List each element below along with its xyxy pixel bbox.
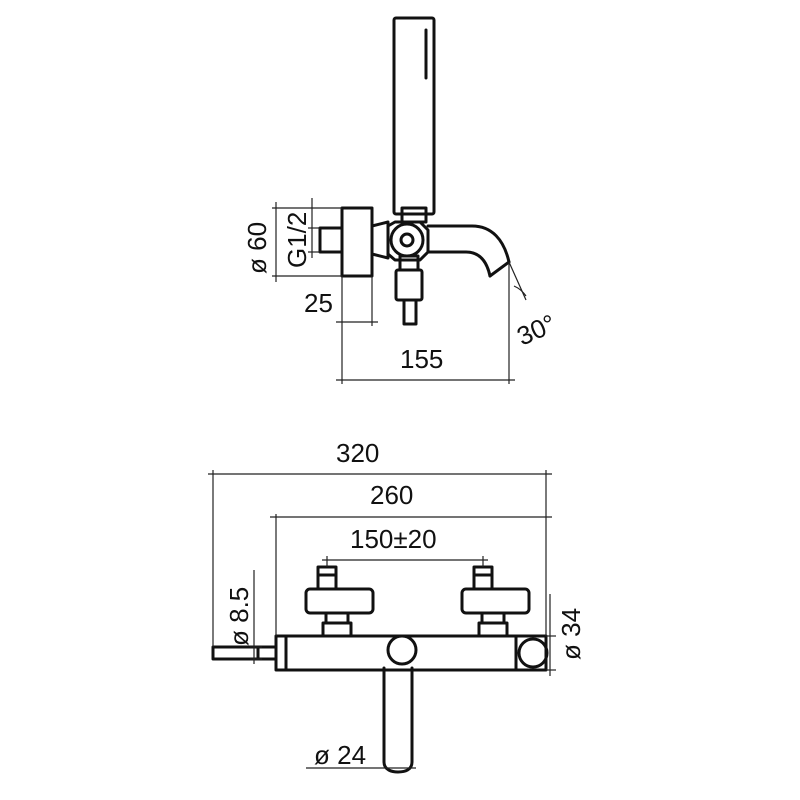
dim-thread-label: G1/2 bbox=[282, 212, 312, 268]
connecting-pin bbox=[211, 645, 278, 661]
dim-body-diameter: ø 34 bbox=[546, 594, 586, 676]
dim-spout-diameter-label: ø 24 bbox=[314, 740, 366, 770]
dim-spout-diameter: ø 24 bbox=[306, 740, 416, 770]
dim-projection: 155 bbox=[336, 262, 515, 384]
dim-offset: 25 bbox=[304, 276, 378, 384]
connector-nut bbox=[386, 220, 430, 326]
dim-thread: G1/2 bbox=[282, 198, 320, 268]
dim-angle-label: 30° bbox=[512, 308, 560, 351]
dim-centers: 150±20 bbox=[322, 524, 488, 567]
dim-body-width-label: 260 bbox=[370, 480, 413, 510]
dim-overall-width-label: 320 bbox=[336, 438, 379, 468]
dim-centers-label: 150±20 bbox=[350, 524, 437, 554]
dim-angle: 30° bbox=[508, 261, 560, 351]
spout-front bbox=[382, 634, 418, 774]
spout bbox=[426, 224, 511, 278]
dim-diameter-60-label: ø 60 bbox=[242, 222, 272, 274]
dim-diameter-60: ø 60 bbox=[242, 202, 342, 282]
left-inlet bbox=[304, 565, 375, 638]
wall-flange bbox=[318, 206, 390, 278]
right-inlet bbox=[460, 565, 531, 638]
dim-body-diameter-label: ø 34 bbox=[556, 608, 586, 660]
hand-shower bbox=[392, 16, 436, 224]
dim-pin-diameter-label: ø 8.5 bbox=[224, 587, 254, 646]
dim-offset-label: 25 bbox=[304, 288, 333, 318]
dim-pin-diameter: ø 8.5 bbox=[224, 570, 262, 664]
dim-overall-width: 320 bbox=[208, 438, 552, 647]
dim-projection-label: 155 bbox=[400, 344, 443, 374]
dim-body-width: 260 bbox=[270, 480, 552, 636]
side-view: ø 60 G1/2 25 155 30° bbox=[242, 16, 560, 384]
front-view: 320 260 150±20 ø 8.5 ø 34 bbox=[208, 438, 586, 774]
